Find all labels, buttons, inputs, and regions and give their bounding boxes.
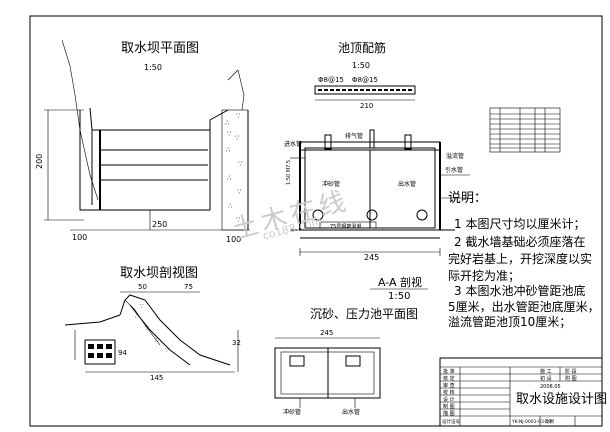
notes-line-2: 2 截水墙基础必须座落在 (454, 235, 586, 249)
material-table (489, 107, 561, 153)
aa-scale: 1:50 (388, 291, 410, 302)
svg-text:∴: ∴ (228, 202, 233, 210)
tb-row-2: 审 查 (443, 382, 455, 389)
tb-row-1: 核 定 (443, 375, 455, 382)
svg-text:∴: ∴ (225, 119, 230, 127)
notes-line-5: 3 本图水池冲砂管距池底 (454, 284, 586, 298)
aa-pipe-note: 75号钢筋混凝 (330, 223, 361, 230)
tb-drawing-name: 取水设施设计图 (516, 392, 607, 407)
tb-row-4: 设 计 (443, 396, 455, 403)
settling-dim-245: 245 (320, 329, 333, 337)
notes-line-1: 1 本图尺寸均以厘米计； (454, 217, 586, 231)
plan-dim-100a: 100 (72, 233, 87, 242)
notes-line-3: 完好岩基上，开挖深度以实 (448, 252, 593, 266)
tb-date: 2008.05 (540, 384, 561, 390)
settling-drawing: 245 冲砂管 出水管 (274, 329, 381, 416)
svg-text:∵: ∵ (145, 325, 149, 332)
roof-rebar-drawing: Φ8@15 Φ8@15 210 (314, 76, 416, 110)
roof-rebar-scale: 1:50 (352, 61, 370, 70)
section-fill: ∴∵∴ ∵∵ (135, 303, 169, 354)
plan-dim-200: 200 (35, 154, 44, 169)
aa-overflow-label: 溢流管 (446, 152, 464, 160)
notes-line-6: 5厘米，出水管距池底厘米， (448, 300, 600, 314)
tb-spec-label: 初 设 (540, 375, 552, 382)
svg-text:∵: ∵ (238, 160, 243, 168)
tb-row-7: 设计证号 (442, 418, 460, 425)
aa-inlet-label: 进水管 (284, 140, 302, 148)
aa-title: A-A 剖视 (378, 275, 422, 289)
plan-scale: 1:50 (144, 63, 162, 72)
plan-rubble: ∴∵∴ ∵∴∵ ∴∵ ∵∵ (225, 112, 243, 224)
aa-section-drawing: 排气管 进水管 溢流管 出水管 冲砂管 引水管 75号钢筋混凝 1:50 M7.… (284, 129, 470, 262)
tb-row-3: 校 核 (443, 389, 455, 396)
svg-text:∵: ∵ (227, 130, 232, 138)
svg-text:∵: ∵ (140, 303, 144, 310)
plan-drawing: ∴∵∴ ∵∴∵ ∴∵ ∵∵ 200 100 100 250 (35, 39, 250, 244)
section-title: 取水坝剖视图 (120, 266, 198, 281)
tb-spec-value: 附 图 (565, 375, 577, 382)
plan-dim-250: 250 (152, 220, 167, 229)
aa-intake-label: 引水管 (445, 166, 463, 174)
svg-text:∵: ∵ (236, 112, 241, 120)
svg-text:∵: ∵ (235, 134, 240, 142)
plan-title: 取水坝平面图 (121, 41, 199, 56)
section-dim-32: 32 (232, 339, 241, 347)
svg-text:∴: ∴ (227, 174, 232, 182)
aa-outlet-label: 出水管 (398, 180, 416, 188)
svg-text:∴: ∴ (155, 337, 159, 344)
section-dim-94: 94 (118, 349, 127, 357)
tb-row-0: 批 准 (443, 368, 455, 375)
rebar-left-label: Φ8@15 (318, 76, 344, 84)
section-dim-50: 50 (138, 283, 147, 291)
sheet-border (29, 15, 603, 427)
svg-text:∴: ∴ (226, 146, 231, 154)
aa-vent-label: 排气管 (345, 132, 363, 140)
roof-rebar-title: 池顶配筋 (338, 40, 386, 55)
tb-scale-label: 比例 (545, 418, 554, 425)
tb-row-5: 制 图 (443, 403, 455, 410)
tb-drawing-no: YK-NJ-0001-03-19 (511, 419, 551, 425)
tb-stage-value: 阶 段 (565, 368, 577, 375)
section-hatch (88, 344, 112, 358)
notes-line-4: 际开挖为准； (448, 269, 521, 283)
tb-row-6: 描 图 (443, 410, 455, 417)
aa-dim-245: 245 (364, 253, 379, 262)
settling-title: 沉砂、压力池平面图 (310, 307, 418, 321)
section-dim-145: 145 (150, 374, 163, 382)
plan-dim-100b: 100 (226, 235, 241, 244)
svg-text:∴: ∴ (135, 313, 139, 320)
settling-flush-label: 冲砂管 (283, 408, 301, 416)
section-dim-75: 75 (184, 283, 193, 291)
notes-heading: 说明： (448, 191, 488, 206)
tb-stage-label: 施 工 (540, 368, 552, 375)
aa-flush-label: 冲砂管 (322, 180, 340, 188)
rebar-top-label: Φ8@15 (352, 76, 378, 84)
svg-text:∵: ∵ (237, 188, 242, 196)
settling-outlet-label: 出水管 (342, 408, 360, 416)
notes-line-7: 溢流管距池顶10厘米； (448, 315, 572, 329)
section-drawing: ∴∵∴ ∵∵ 50 75 145 32 94 (64, 283, 241, 382)
aa-spec-label: 1:50 M7.5 (286, 160, 292, 185)
svg-text:∵: ∵ (236, 216, 241, 224)
roof-dim-210: 210 (360, 102, 373, 110)
svg-text:∵: ∵ (165, 347, 169, 354)
title-block: 施 工 阶 段 初 设 附 图 批 准 核 定 审 查 校 核 设 计 制 图 … (439, 357, 607, 427)
